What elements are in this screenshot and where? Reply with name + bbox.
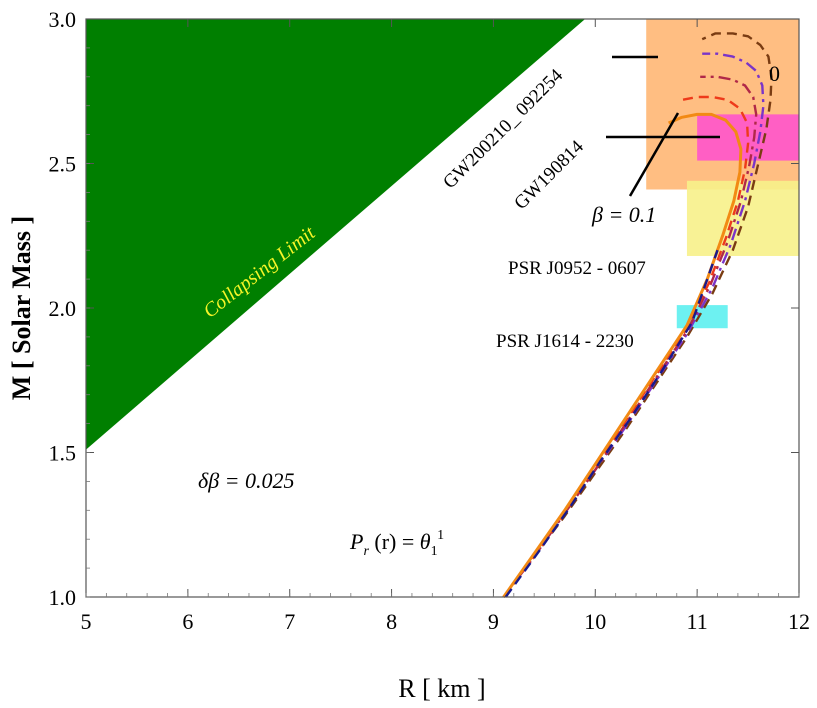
regions-layer: [86, 19, 799, 450]
leader-line-beta: [628, 112, 680, 197]
psr-j0952-label: PSR J0952 - 0607: [508, 258, 646, 279]
formula-mid: (r) =: [369, 529, 420, 554]
x-tick-label: 9: [488, 609, 499, 634]
x-axis-label: R [ km ]: [398, 674, 485, 703]
beta-zero-label: 0: [769, 61, 780, 86]
series-line-3: [502, 75, 758, 598]
x-tick-label: 6: [182, 609, 193, 634]
region-gw200210-092254: [646, 19, 799, 190]
x-tick-label: 5: [81, 609, 92, 634]
x-tick-label: 11: [687, 609, 708, 634]
series-line-1: [502, 32, 773, 598]
x-tick-label: 8: [386, 609, 397, 634]
beta-label: β = 0.1: [591, 202, 656, 227]
series-line-5: [502, 112, 743, 598]
y-tick-label: 1.0: [49, 585, 77, 610]
formula-sub-r: r: [363, 544, 369, 559]
region-collapsing-limit: [86, 19, 586, 450]
gw190814-label: GW190814: [510, 136, 588, 214]
leader-lines: [606, 55, 720, 197]
y-tick-label: 2.0: [49, 296, 77, 321]
x-tick-label: 12: [788, 609, 810, 634]
y-tick-label: 2.5: [49, 152, 77, 177]
formula-p: P: [349, 529, 363, 554]
delta-beta-label: δβ = 0.025: [198, 468, 295, 493]
y-tick-label: 1.5: [49, 441, 77, 466]
formula-sup-1: 1: [437, 528, 444, 543]
curves-layer: [502, 32, 773, 598]
pressure-formula: Pr (r) = θ11: [349, 528, 444, 559]
x-tick-label: 7: [284, 609, 295, 634]
series-line-6: [504, 249, 719, 598]
psr-j1614-label: PSR J1614 - 2230: [496, 331, 634, 352]
y-tick-label: 3.0: [49, 7, 77, 32]
y-axis-label: M [ Solar Mass ]: [7, 216, 36, 400]
formula-theta: θ: [420, 529, 431, 554]
x-tick-label: 10: [584, 609, 606, 634]
formula-sub-1: 1: [431, 544, 438, 559]
